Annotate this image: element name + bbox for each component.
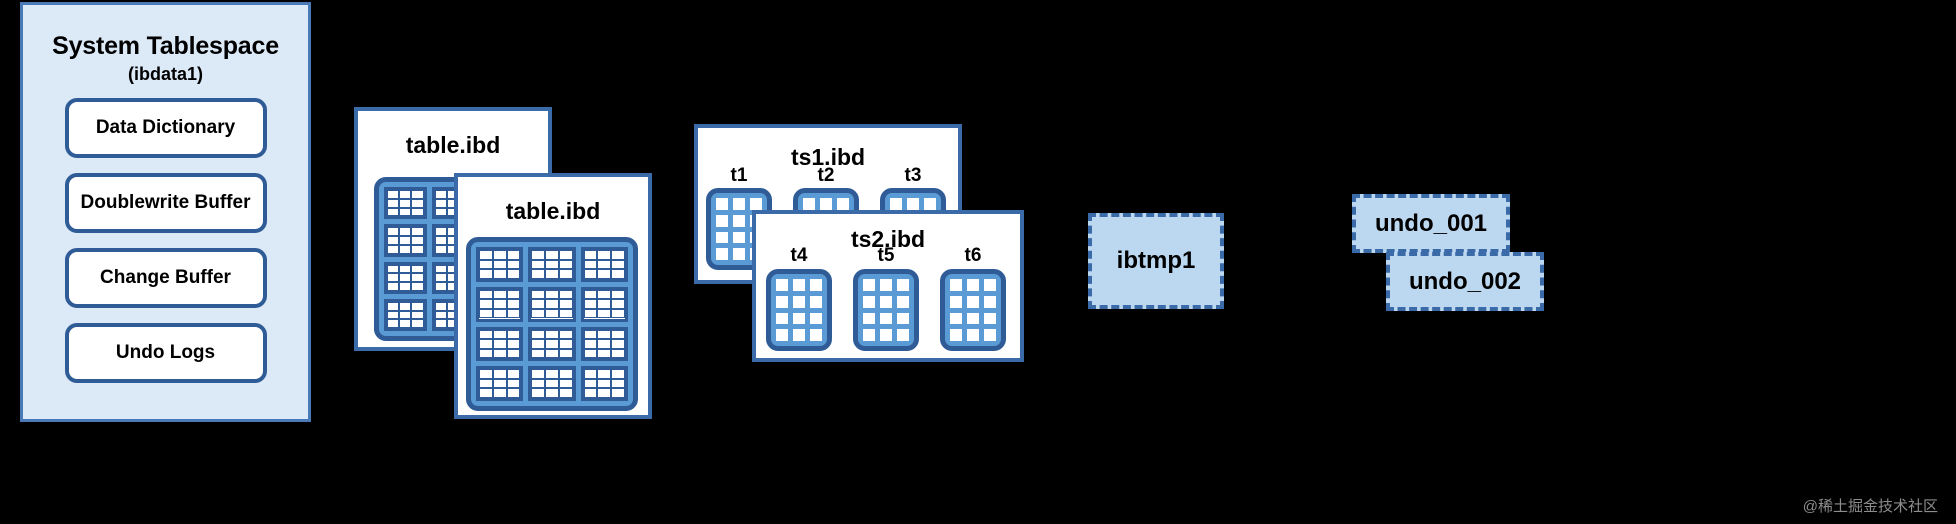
page-glyph [580,247,628,282]
system-tablespace-item-list: Data Dictionary Doublewrite Buffer Chang… [23,98,308,383]
page-glyph [384,187,427,220]
ts2-table-glyph-t6 [940,269,1006,351]
sys-item-undo-logs[interactable]: Undo Logs [64,323,267,383]
page-glyph [384,261,427,294]
undo-tablespace-undo-001[interactable]: undo_001 [1352,194,1510,253]
page-glyph [384,224,427,257]
page-glyph [580,326,628,362]
page-glyph [528,366,576,401]
card-title: table.ibd [405,132,501,158]
page-glyph [580,366,628,401]
system-tablespace-panel: System Tablespace (ibdata1) Data Diction… [20,2,311,422]
temporary-tablespace-ibtmp1[interactable]: ibtmp1 [1088,213,1224,309]
page-glyph [528,286,576,322]
page-glyph [528,326,576,362]
page-glyph [476,366,524,401]
ibtmp1-label: ibtmp1 [1116,247,1196,274]
card-title: ts2.ibd [850,226,926,252]
sys-item-doublewrite-buffer[interactable]: Doublewrite Buffer [64,173,267,233]
ts2-table-label-t4: t4 [790,245,808,266]
table-ibd-front-page-matrix [466,237,638,411]
system-tablespace-title: System Tablespace [52,32,279,60]
watermark: @稀土掘金技术社区 [1802,498,1938,515]
ts1-table-label-t2: t2 [817,165,835,186]
card-title: ts1.ibd [790,144,866,170]
ts1-table-label-t3: t3 [904,165,922,186]
undo-001-label: undo_001 [1374,209,1488,237]
undo-tablespace-undo-002[interactable]: undo_002 [1386,252,1544,311]
sys-item-label: Data Dictionary [95,117,236,139]
page-glyph [384,298,427,331]
sys-item-label: Change Buffer [100,267,231,289]
sys-item-data-dictionary[interactable]: Data Dictionary [64,98,267,158]
page-glyph [528,247,576,282]
ts2-table-label-t6: t6 [964,245,982,266]
ts2-table-glyph-t4 [766,269,832,351]
sys-item-label: Doublewrite Buffer [80,192,251,214]
page-glyph [476,326,524,362]
card-title: table.ibd [505,198,601,224]
sys-item-label: Undo Logs [115,342,216,364]
ts1-table-label-t1: t1 [730,165,748,186]
page-glyph [476,286,524,322]
undo-002-label: undo_002 [1408,267,1522,295]
ts2-table-glyph-t5 [853,269,919,351]
page-glyph [476,247,524,282]
ts2-table-label-t5: t5 [877,245,895,266]
page-glyph [580,286,628,322]
system-tablespace-subtitle: (ibdata1) [127,64,203,84]
sys-item-change-buffer[interactable]: Change Buffer [64,248,267,308]
